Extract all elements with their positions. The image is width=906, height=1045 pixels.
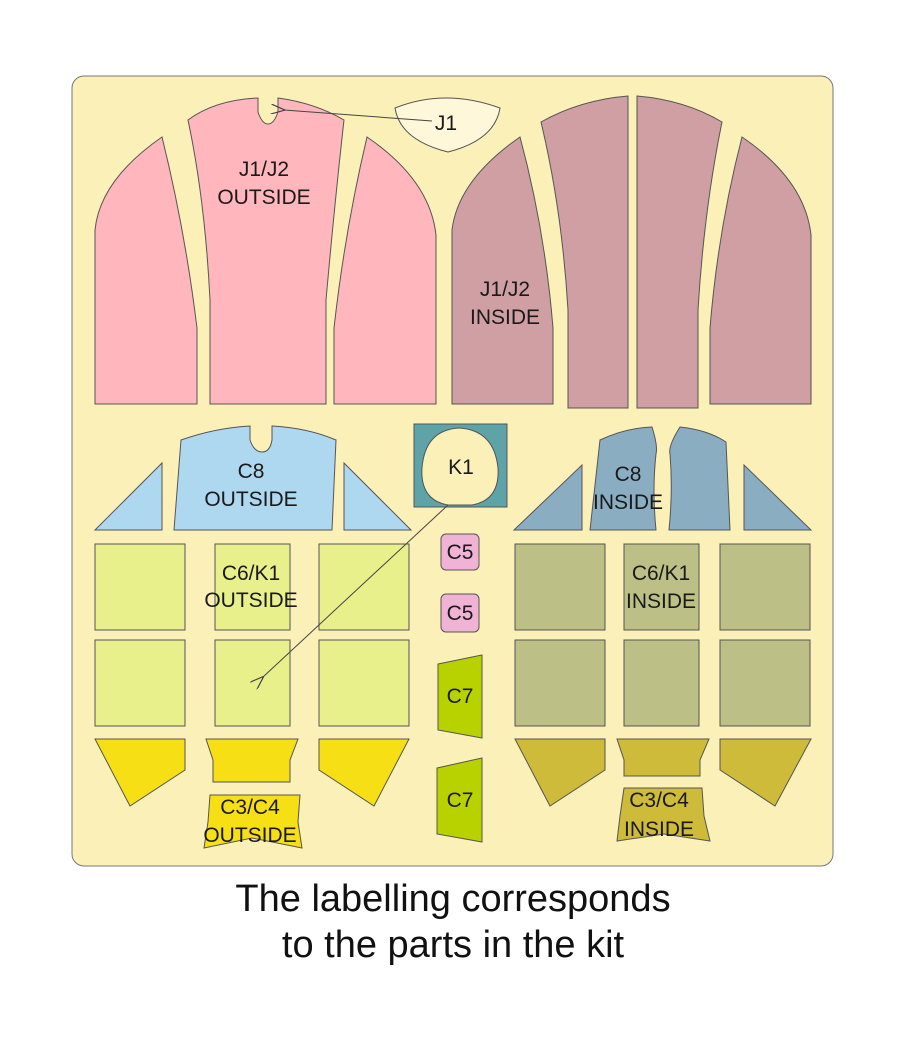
c8-outside-center-panel: [173, 425, 337, 531]
c6k1-inside-square-4: [514, 639, 606, 727]
c6k1-inside-square-3: [719, 543, 811, 631]
c6k1-outside-square-4: [94, 639, 186, 727]
c6k1-outside-square-6: [318, 639, 410, 727]
c6k1-inside-group: [514, 543, 811, 727]
caption-line-1: The labelling corresponds: [235, 878, 671, 920]
label-c8-outside-line2: OUTSIDE: [204, 488, 297, 511]
label-j1j2-outside-line2: OUTSIDE: [217, 186, 310, 209]
c6k1-inside-square-6: [719, 639, 811, 727]
c7-part-top: [437, 654, 483, 739]
c3c4-outside-right-piece: [318, 738, 410, 807]
label-c6k1-outside-line2: OUTSIDE: [204, 589, 297, 612]
c3c4-outside-center-top: [205, 738, 299, 783]
label-c6k1-outside-line1: C6/K1: [222, 562, 280, 585]
c6k1-inside-square-2: [623, 543, 700, 631]
j1j2-outside-center-panel: [187, 97, 345, 405]
j1j2-inside-center-right-panel: [636, 95, 723, 409]
k1-leader-arrow: [263, 504, 449, 677]
c3c4-inside-center-bottom: [616, 787, 711, 842]
c3c4-inside-right-piece: [719, 738, 812, 807]
label-j1: J1: [435, 112, 457, 135]
c6k1-outside-group: [94, 543, 410, 727]
j1j2-inside-center-left-panel: [540, 95, 629, 409]
c8-outside-right-triangle: [343, 461, 413, 531]
label-c5-top: C5: [447, 541, 474, 564]
c7-part-bottom: [436, 757, 483, 843]
label-j1j2-inside-line2: INSIDE: [470, 306, 540, 329]
label-j1j2-inside-line1: J1/J2: [480, 278, 530, 301]
caption-line-2: to the parts in the kit: [281, 924, 625, 966]
c3c4-inside-group: [514, 738, 812, 842]
c8-inside-left-triangle: [512, 463, 583, 531]
label-c3c4-outside-line2: OUTSIDE: [203, 824, 296, 847]
c6k1-outside-square-5: [214, 639, 291, 727]
j1j2-inside-left-panel: [451, 136, 554, 405]
j1j2-outside-group: [94, 97, 437, 405]
j1j2-inside-right-panel: [709, 136, 812, 405]
c8-inside-center-left-panel: [589, 426, 657, 531]
c3c4-outside-left-piece: [94, 738, 186, 807]
label-j1j2-outside-line1: J1/J2: [239, 158, 289, 181]
c8-inside-right-triangle: [743, 463, 813, 531]
c3c4-outside-center-bottom: [203, 794, 303, 849]
c8-outside-group: [93, 425, 413, 531]
c6k1-outside-square-3: [318, 543, 410, 631]
label-c8-inside-line2: INSIDE: [593, 491, 663, 514]
label-c8-inside-line1: C8: [615, 463, 642, 486]
c6k1-outside-square-1: [94, 543, 186, 631]
k1-part: [413, 423, 508, 508]
c3c4-outside-group: [94, 738, 410, 849]
c3c4-inside-left-piece: [514, 738, 606, 807]
label-c7-top: C7: [447, 685, 474, 708]
c8-inside-group: [512, 426, 813, 531]
j1j2-outside-right-panel: [333, 136, 437, 405]
c8-inside-center-right-panel: [668, 426, 731, 531]
c5-part-top: [440, 533, 480, 571]
label-c3c4-inside-line1: C3/C4: [629, 789, 689, 812]
c6k1-outside-square-2: [214, 543, 291, 631]
label-k1: K1: [448, 456, 474, 479]
label-c3c4-inside-line2: INSIDE: [624, 818, 694, 841]
j1j2-inside-group: [451, 95, 812, 409]
j1-leader-arrow: [284, 110, 433, 122]
c5-part-bottom: [440, 593, 480, 633]
label-c7-bottom: C7: [447, 789, 474, 812]
c6k1-inside-square-5: [623, 639, 700, 727]
j1j2-outside-left-panel: [94, 136, 198, 405]
label-c8-outside-line1: C8: [238, 460, 265, 483]
label-c3c4-outside-line1: C3/C4: [220, 796, 280, 819]
label-c6k1-inside-line1: C6/K1: [632, 562, 690, 585]
c6k1-inside-square-1: [514, 543, 606, 631]
c3c4-inside-center-top: [616, 738, 710, 777]
label-c6k1-inside-line2: INSIDE: [626, 590, 696, 613]
j1-part: [394, 97, 501, 153]
c8-outside-left-triangle: [93, 461, 163, 531]
label-c5-bottom: C5: [447, 602, 474, 625]
